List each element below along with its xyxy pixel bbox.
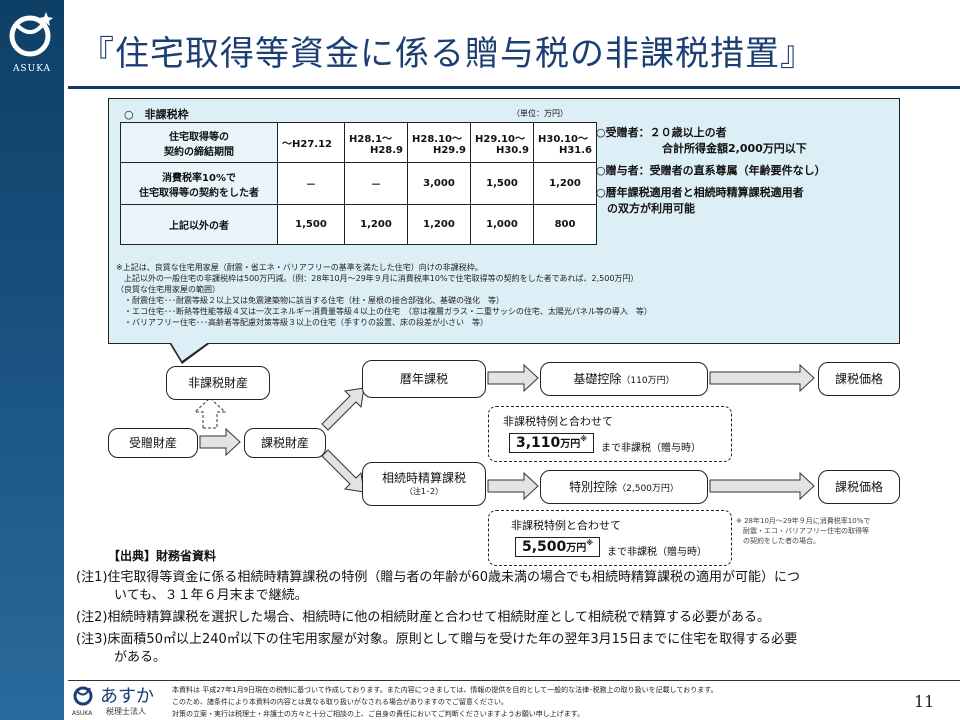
eligibility-notes: ○受贈者：２０歳以上の者 合計所得金額2,000万円以下 ○贈与者：受贈者の直系… <box>596 125 896 217</box>
table-header-cell: 住宅取得等の 契約の締結期間 <box>120 122 278 163</box>
notes-section: 【出典】財務省資料 (注1)住宅取得等資金に係る相続時精算課税の特例（贈与者の年… <box>76 547 950 667</box>
disclaimer: 本資料は 平成27年1月9日現在の税制に基づいて作成しております。また内容につき… <box>172 686 718 718</box>
firm-subtitle: 税理士法人 <box>106 707 146 716</box>
value-cell: 1,200 <box>533 162 597 205</box>
note-line: の双方が利用可能 <box>596 202 695 215</box>
firm-logo: ASUKA あすか 税理士法人 <box>72 682 168 718</box>
page-title: 『住宅取得等資金に係る贈与税の非課税措置』 <box>80 34 815 74</box>
asuka-logo-icon <box>9 12 53 57</box>
basic-deduction-box: 基礎控除（110万円） <box>540 362 708 396</box>
table-row: 住宅取得等の 契約の締結期間 ～H27.12 H28.1～ H28.9 H28.… <box>120 122 597 163</box>
amount-box: 3,110万円※ <box>509 433 595 453</box>
table-row: 上記以外の者 1,500 1,200 1,200 1,000 800 <box>120 204 597 245</box>
exemption-callout-2: 非課税特例と合わせて 5,500万円※ まで非課税（贈与時） <box>488 510 732 566</box>
period-cell: H29.10～ H30.9 <box>470 122 534 163</box>
period-cell: H28.1～ H28.9 <box>344 122 408 163</box>
row-label-cell: 上記以外の者 <box>120 204 278 245</box>
table-row: 消費税率10%で 住宅取得等の契約をした者 － － 3,000 1,500 1,… <box>120 162 597 205</box>
title-divider <box>68 86 960 89</box>
settlement-taxation-box: 相続時精算課税 （注1･2） <box>362 462 486 506</box>
period-cell: H28.10～ H29.9 <box>407 122 471 163</box>
panel-footnotes: ※上記は、良質な住宅用家屋（耐震・省エネ・バリアフリーの基準を満たした住宅）向け… <box>116 262 886 328</box>
note-line: ○暦年課税適用者と相続時精算課税適用者 <box>596 186 804 199</box>
value-cell: 1,500 <box>277 204 345 245</box>
exemption-table: 住宅取得等の 契約の締結期間 ～H27.12 H28.1～ H28.9 H28.… <box>120 122 597 245</box>
taxable-price-box-1: 課税価格 <box>818 362 900 396</box>
value-cell: 1,200 <box>407 204 471 245</box>
panel-pointer <box>170 341 210 361</box>
footer-divider <box>68 680 960 681</box>
firm-emblem-icon <box>73 686 93 706</box>
footnote-line: ※上記は、良質な住宅用家屋（耐震・省エネ・バリアフリーの基準を満たした住宅）向け… <box>116 263 483 272</box>
note-item: (注1)住宅取得等資金に係る相続時精算課税の特例（贈与者の年齢が60歳未満の場合… <box>76 570 800 603</box>
unit-label: （単位：万円） <box>512 109 568 118</box>
special-deduction-box: 特別控除（2,500万円） <box>540 470 708 504</box>
footnote-line: ・エコ住宅･･･断熱等性能等級４又は一次エネルギー消費量等級４以上の住宅 （窓は… <box>124 307 652 316</box>
row-label-cell: 消費税率10%で 住宅取得等の契約をした者 <box>120 162 278 205</box>
consumption-tax-note: ※ 28年10月～29年９月に消費税率10%で 耐震・エコ・バリアフリー住宅の取… <box>736 517 871 545</box>
source-label: 【出典】財務省資料 <box>108 549 217 563</box>
footnote-line: ・耐震住宅･･･耐震等級２以上又は免震建築物に該当する住宅（柱・屋根の接合部強化… <box>124 296 504 305</box>
footnote-line: （良質な住宅用家屋の範囲） <box>116 285 220 294</box>
firm-brand: ASUKA <box>72 710 93 717</box>
sidebar: ASUKA <box>0 0 64 720</box>
annual-taxation-box: 暦年課税 <box>362 360 486 398</box>
amount-box: 5,500万円※ <box>515 537 601 557</box>
taxable-price-box-2: 課税価格 <box>818 470 900 504</box>
firm-name: あすか <box>100 686 154 707</box>
note-line: ○受贈者：２０歳以上の者 <box>596 126 727 139</box>
note-line: 合計所得金額2,000万円以下 <box>596 142 807 155</box>
value-cell: 800 <box>533 204 597 245</box>
note-item: (注3)床面積50㎡以上240㎡以下の住宅用家屋が対象。原則として贈与を受けた年… <box>76 632 798 665</box>
exemption-limit-heading: ○ 非課税枠 <box>124 108 189 121</box>
sidebar-brand: ASUKA <box>12 64 52 74</box>
note-line: ○贈与者：受贈者の直系尊属（年齢要件なし） <box>596 164 826 177</box>
value-cell: 1,500 <box>470 162 534 205</box>
footnote-line: 上記以外の一般住宅の非課税枠は500万円減。（例：28年10月～29年９月に消費… <box>116 274 639 283</box>
page-number: 11 <box>914 692 935 711</box>
taxable-assets-box: 課税財産 <box>244 428 326 458</box>
footnote-line: ・バリアフリー住宅･･･高齢者等配慮対策等級３以上の住宅（手すりの設置、床の段差… <box>124 318 488 327</box>
non-taxable-assets-box: 非課税財産 <box>166 366 270 400</box>
exemption-callout-1: 非課税特例と合わせて 3,110万円※ まで非課税（贈与時） <box>488 406 732 462</box>
gifted-assets-box: 受贈財産 <box>108 428 198 458</box>
value-cell: 1,200 <box>344 204 408 245</box>
note-item: (注2)相続時精算課税を選択した場合、相続時に他の相続財産と合わせて相続財産とし… <box>76 610 771 625</box>
